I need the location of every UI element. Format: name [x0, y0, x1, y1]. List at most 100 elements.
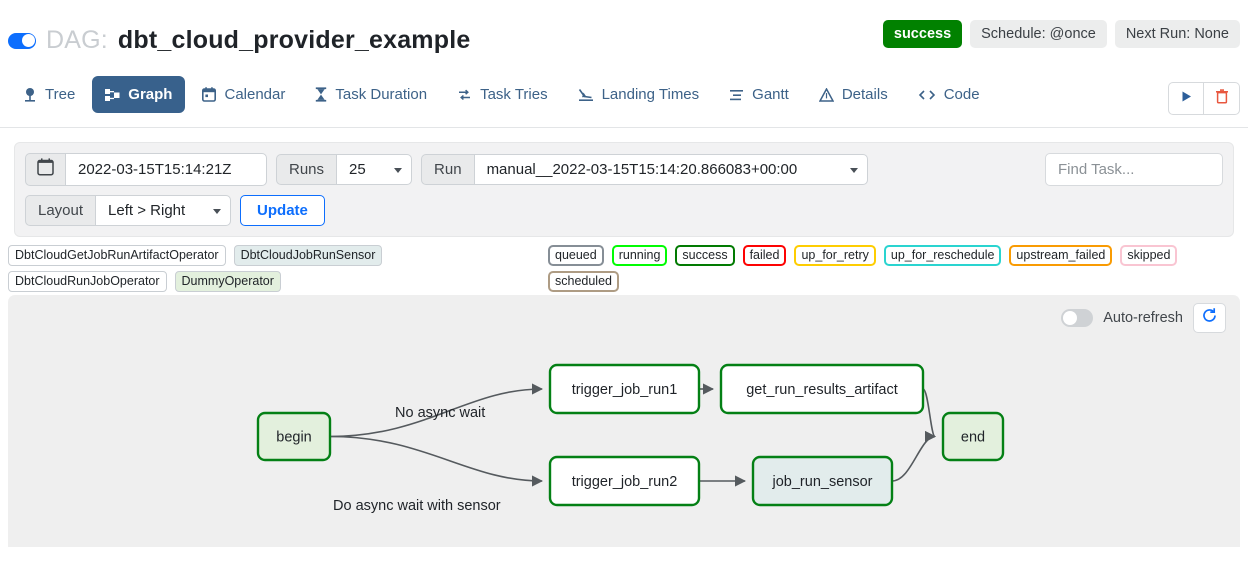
dag-name-label: dbt_cloud_provider_example — [117, 26, 471, 54]
tab-label: Details — [841, 86, 888, 103]
graph-node[interactable]: end — [941, 411, 1005, 462]
execution-date-input[interactable]: 2022-03-15T15:14:21Z — [65, 153, 267, 186]
update-button[interactable]: Update — [240, 195, 325, 226]
tab-details[interactable]: Details — [806, 76, 901, 113]
layout-select[interactable]: Left > Right — [95, 195, 232, 226]
tab-landing-times[interactable]: Landing Times — [565, 76, 713, 113]
dag-prefix-label: DAG: — [46, 26, 108, 54]
tab-calendar[interactable]: Calendar — [189, 76, 298, 113]
graph-edge — [329, 435, 544, 487]
graph-node[interactable]: trigger_job_run1 — [548, 363, 701, 415]
header-badges: success Schedule: @once Next Run: None — [882, 20, 1240, 48]
graph-node[interactable]: job_run_sensor — [751, 455, 894, 507]
auto-refresh-toggle[interactable] — [1061, 309, 1094, 327]
runs-label: Runs — [276, 154, 337, 185]
find-task-input[interactable]: Find Task... — [1045, 153, 1223, 186]
graph-icon — [105, 88, 120, 102]
graph-node-label: end — [961, 429, 985, 445]
trash-icon — [1215, 88, 1229, 109]
tab-gantt[interactable]: Gantt — [716, 76, 802, 113]
calendar-icon — [37, 158, 54, 181]
graph-node-label: trigger_job_run1 — [572, 382, 678, 398]
graph-controls-panel: 2022-03-15T15:14:21Z Runs 25 Run manual_… — [14, 142, 1234, 237]
execution-date-group: 2022-03-15T15:14:21Z — [25, 153, 267, 186]
graph-node[interactable]: begin — [256, 411, 332, 462]
graph-node-label: get_run_results_artifact — [746, 382, 898, 398]
trigger-dag-button[interactable] — [1168, 82, 1204, 115]
status-badge: success — [882, 20, 963, 48]
dag-action-buttons — [1168, 82, 1240, 115]
tab-label: Code — [943, 86, 980, 103]
schedule-badge[interactable]: Schedule: @once — [970, 20, 1107, 48]
graph-refresh-controls: Auto-refresh — [1061, 303, 1226, 333]
operator-legend-pill[interactable]: DbtCloudGetJobRunArtifactOperator — [8, 245, 226, 266]
graph-edges — [329, 383, 937, 487]
graph-node[interactable]: get_run_results_artifact — [719, 363, 925, 415]
tab-label: Task Duration — [335, 86, 428, 103]
operator-legend-pill[interactable]: DbtCloudJobRunSensor — [233, 245, 383, 266]
tab-label: Gantt — [752, 86, 789, 103]
dag-graph-panel: Auto-refresh begin trigger_job_run1 get_ru… — [8, 295, 1240, 547]
graph-edge-label: No async wait — [395, 405, 485, 421]
tab-task-duration[interactable]: Task Duration — [302, 76, 440, 113]
tree-icon — [23, 87, 37, 102]
retry-icon — [457, 88, 472, 102]
status-legend-pill[interactable]: queued — [548, 245, 604, 266]
status-legend-pill[interactable]: upstream_failed — [1009, 245, 1113, 266]
graph-node-label: trigger_job_run2 — [572, 474, 678, 490]
dag-nav-bar: Tree Graph Calendar Task Duration Task T — [0, 72, 1248, 128]
status-legend-pill[interactable]: running — [611, 245, 668, 266]
tab-label: Tree — [45, 86, 76, 103]
graph-edge — [891, 430, 937, 482]
operator-legend-pill[interactable]: DbtCloudRunJobOperator — [8, 271, 167, 292]
status-legend-pill[interactable]: failed — [742, 245, 787, 266]
auto-refresh-label: Auto-refresh — [1103, 310, 1183, 326]
tab-label: Graph — [128, 86, 173, 103]
play-icon — [1180, 90, 1193, 108]
status-legend-pill[interactable]: success — [675, 245, 735, 266]
calendar-icon — [202, 87, 217, 102]
runs-select[interactable]: 25 — [336, 154, 413, 185]
warning-triangle-icon — [818, 87, 834, 102]
status-legend-pill[interactable]: skipped — [1120, 245, 1178, 266]
run-label: Run — [421, 154, 474, 185]
status-legend: queued running success failed up_for_retry up… — [548, 245, 1248, 323]
chevron-down-icon — [213, 208, 222, 214]
run-select[interactable]: manual__2022-03-15T15:14:20.866083+00:00 — [473, 154, 868, 185]
chevron-down-icon — [394, 167, 403, 173]
calendar-picker-button[interactable] — [25, 153, 65, 186]
tab-tree[interactable]: Tree — [10, 76, 88, 113]
tab-code[interactable]: Code — [905, 76, 993, 113]
tab-label: Calendar — [224, 86, 286, 103]
status-legend-pill[interactable]: up_for_reschedule — [883, 245, 1002, 266]
graph-edge-labels: No async wait Do async wait with sensor — [333, 405, 501, 514]
refresh-icon — [1201, 307, 1218, 329]
code-brackets-icon — [918, 88, 936, 102]
layout-select-value: Left > Right — [108, 202, 186, 219]
dag-graph-canvas[interactable]: begin trigger_job_run1 get_run_results_art… — [8, 295, 1240, 547]
layout-label: Layout — [25, 195, 96, 226]
dag-run-group: Run manual__2022-03-15T15:14:20.866083+0… — [421, 154, 868, 185]
tab-graph[interactable]: Graph — [92, 76, 186, 113]
graph-nodes: begin trigger_job_run1 get_run_results_art… — [256, 363, 1005, 507]
run-select-value: manual__2022-03-15T15:14:20.866083+00:00 — [486, 161, 798, 178]
dag-tabs: Tree Graph Calendar Task Duration Task T — [10, 76, 993, 113]
refresh-button[interactable] — [1193, 303, 1226, 333]
graph-edge-label: Do async wait with sensor — [333, 498, 501, 514]
graph-node[interactable]: trigger_job_run2 — [548, 455, 701, 507]
delete-dag-button[interactable] — [1204, 82, 1240, 115]
gantt-icon — [729, 88, 744, 102]
tab-label: Landing Times — [601, 86, 700, 103]
landing-icon — [578, 88, 594, 102]
chevron-down-icon — [849, 167, 858, 173]
operator-legend-pill[interactable]: DummyOperator — [174, 271, 281, 292]
dag-pause-toggle-icon[interactable] — [8, 32, 36, 49]
next-run-badge: Next Run: None — [1114, 20, 1240, 48]
tab-task-tries[interactable]: Task Tries — [444, 76, 561, 113]
status-legend-pill[interactable]: up_for_retry — [794, 245, 876, 266]
runs-select-value: 25 — [349, 161, 366, 178]
status-legend-pill[interactable]: scheduled — [548, 271, 619, 292]
graph-node-label: job_run_sensor — [772, 474, 873, 490]
